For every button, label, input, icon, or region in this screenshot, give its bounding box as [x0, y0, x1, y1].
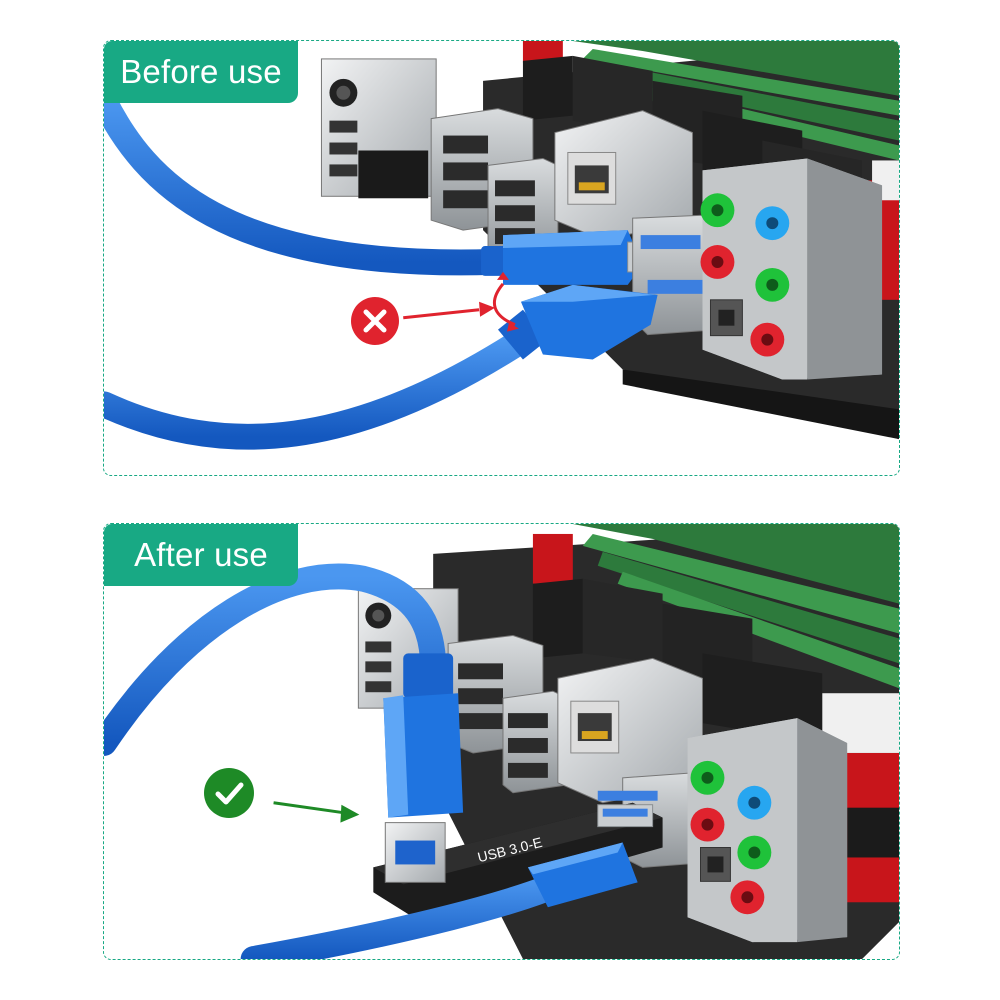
ethernet-port	[557, 657, 703, 804]
check-icon	[203, 767, 255, 824]
audio-jack-block	[700, 158, 883, 380]
ok-arrow	[273, 801, 360, 823]
ethernet-port	[554, 110, 694, 241]
before-use-illustration	[104, 41, 899, 450]
before-use-panel: Before use	[103, 40, 900, 476]
after-use-panel: USB 3.0-E	[103, 523, 900, 960]
after-use-illustration: USB 3.0-E	[104, 524, 899, 959]
usb-stack-front	[502, 690, 569, 794]
cable-lower	[240, 842, 638, 959]
ps2-housing	[358, 150, 429, 199]
before-use-label: Before use	[104, 41, 298, 103]
ram-slots	[572, 524, 899, 753]
usb-angle-adapter: USB 3.0-E	[373, 802, 663, 918]
after-use-label: After use	[104, 524, 298, 586]
cable-upper	[104, 563, 464, 818]
cross-icon	[350, 296, 400, 351]
audio-jack-block	[687, 718, 848, 943]
error-arrow	[403, 271, 519, 332]
cable-upper	[104, 87, 664, 285]
